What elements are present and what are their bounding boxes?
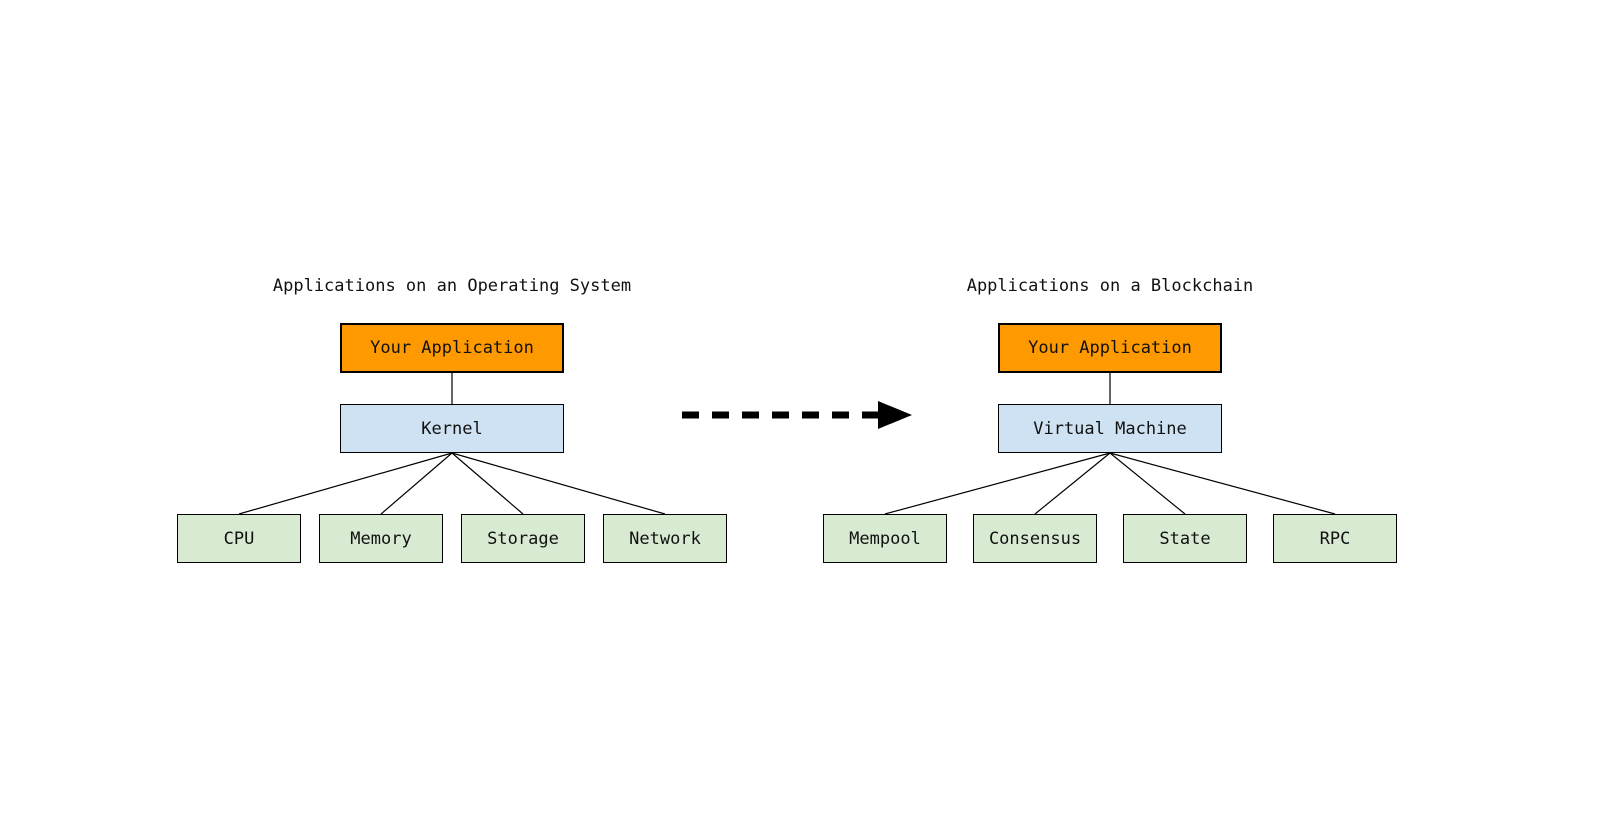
transition-arrow [682, 401, 912, 429]
edge-vm-rpc [1109, 452, 1336, 515]
node-mempool: Mempool [823, 514, 947, 563]
diagram-title-operating-system: Applications on an Operating System [272, 276, 632, 296]
edge-vm-state [1109, 452, 1186, 515]
node-your-application-os: Your Application [340, 323, 564, 373]
edge-vm-mempool [884, 452, 1111, 515]
node-label: Kernel [421, 418, 483, 439]
node-your-application-blockchain: Your Application [998, 323, 1222, 373]
node-consensus: Consensus [973, 514, 1097, 563]
diagram-title-blockchain: Applications on a Blockchain [966, 276, 1254, 296]
transition-arrow-head [878, 401, 912, 429]
node-network: Network [603, 514, 727, 563]
node-virtual-machine: Virtual Machine [998, 404, 1222, 453]
node-rpc: RPC [1273, 514, 1397, 563]
node-label: Virtual Machine [1033, 418, 1187, 439]
edge-kernel-network [451, 452, 666, 515]
edge-vm-consensus [1034, 452, 1111, 515]
node-label: State [1159, 528, 1211, 549]
node-state: State [1123, 514, 1247, 563]
node-label: Memory [350, 528, 412, 549]
node-label: Mempool [849, 528, 921, 549]
edge-kernel-memory [380, 452, 453, 515]
node-label: Your Application [370, 338, 534, 358]
node-cpu: CPU [177, 514, 301, 563]
node-label: Storage [487, 528, 559, 549]
node-label: CPU [223, 528, 255, 549]
edge-kernel-storage [451, 452, 524, 515]
node-memory: Memory [319, 514, 443, 563]
edge-kernel-cpu [238, 452, 453, 515]
node-label: Your Application [1028, 338, 1192, 358]
node-label: Consensus [988, 528, 1082, 549]
node-storage: Storage [461, 514, 585, 563]
node-kernel: Kernel [340, 404, 564, 453]
node-label: Network [629, 528, 701, 549]
node-label: RPC [1319, 528, 1351, 549]
